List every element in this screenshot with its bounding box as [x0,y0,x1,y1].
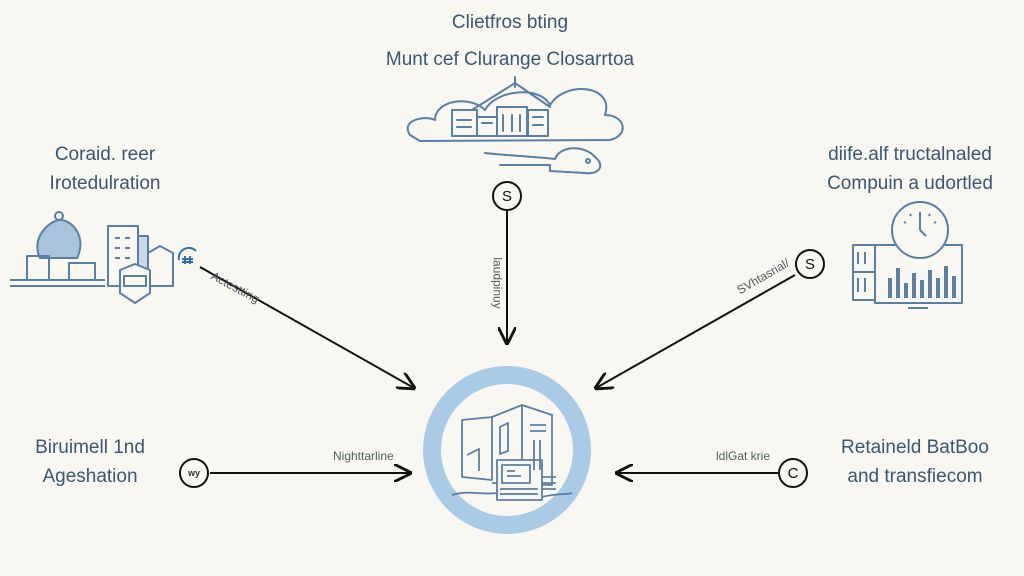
bottom-left-title-line1: Biruimell 1nd [35,437,145,458]
top-left-title-line1: Coraid. reer [54,144,156,165]
arrow-top-left [199,266,414,388]
bottom-right-node[interactable]: C [778,458,808,488]
top-title-line1: Clietfros bting [451,12,569,33]
top-title: Clietfros bting Munt cef Clurange Closar… [380,8,640,74]
arrow-top-right [596,274,796,388]
top-right-title-line1: diife.alf tructalnaled [828,144,992,165]
datacenter-building-icon [451,404,573,501]
top-edge-label: laudpinuy [490,257,505,309]
top-left-node[interactable] [176,246,200,270]
top-left-title: Coraid. reer Irotedulration [20,140,190,198]
top-left-title-line2: Irotedulration [49,173,161,194]
bottom-right-title-line1: Retaineld BatBoo [841,437,989,458]
bottom-left-title-line2: Ageshation [42,466,138,487]
bottom-left-title: Biruimell 1nd Ageshation [25,433,155,491]
bottom-left-node[interactable]: wy [179,458,209,488]
bottom-right-edge-label: ldlGat krie [716,449,771,463]
industrial-plant-icon [10,211,174,304]
network-hub-icon [177,246,197,264]
bottom-right-title-line2: and transfiecom [847,466,983,487]
cloud-building-icon [406,76,624,175]
top-node[interactable]: S [492,181,522,211]
top-title-line2: Munt cef Clurange Closarrtoa [385,49,635,70]
hub-node[interactable] [422,365,592,535]
top-right-title-line2: Compuin a udortled [827,173,993,194]
dashboard-gauge-icon [852,201,963,309]
hub-ring [423,366,591,534]
top-right-node[interactable]: S [795,249,825,279]
top-right-title: diife.alf tructalnaled Compuin a udortle… [805,140,1015,198]
bottom-right-title: Retaineld BatBoo and transfiecom [815,433,1015,491]
bottom-left-edge-label: Nighttarline [333,449,394,463]
